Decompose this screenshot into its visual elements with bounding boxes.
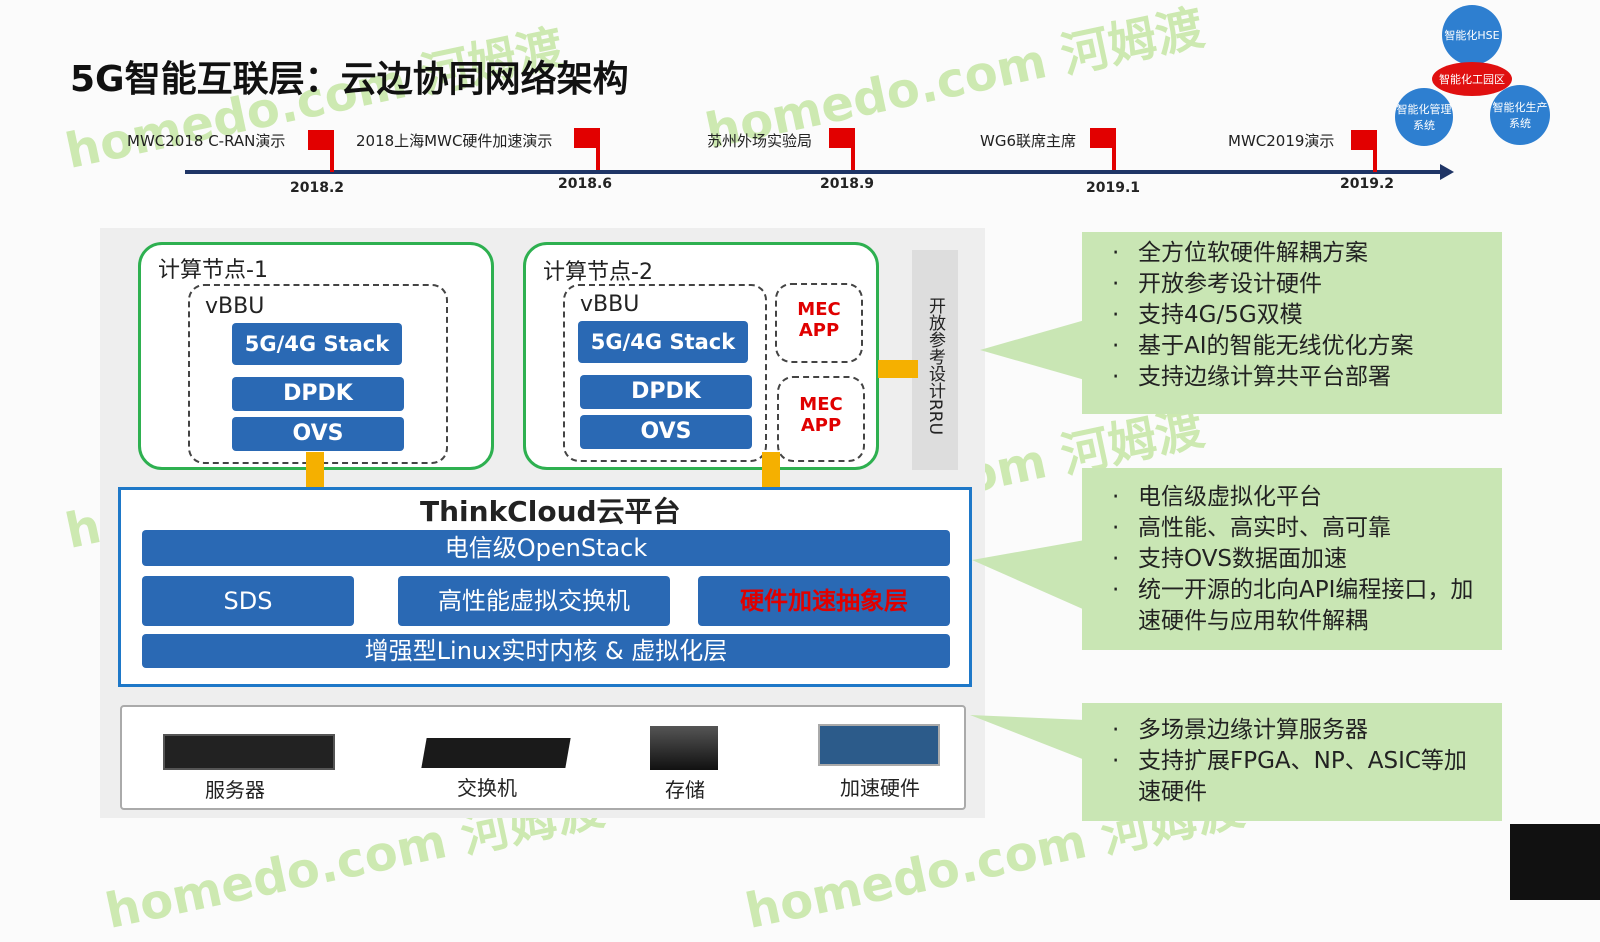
vbbu-label: vBBU <box>580 292 640 317</box>
note-item: 全方位软硬件解耦方案 <box>1100 238 1484 269</box>
timeline-event: WG6联席主席 <box>980 132 1076 150</box>
timeline-axis <box>185 170 1445 174</box>
hardware-label: 加速硬件 <box>840 776 920 800</box>
timeline-event: MWC2019演示 <box>1228 132 1335 150</box>
note-item: 支持OVS数据面加速 <box>1100 544 1484 575</box>
hardware-label: 存储 <box>665 778 705 802</box>
logo-circle-top: 智能化HSE <box>1442 5 1502 65</box>
node-label: 计算节点-1 <box>158 258 268 283</box>
timeline-date: 2019.1 <box>1086 180 1141 196</box>
stack-block: 5G/4G Stack <box>578 321 748 363</box>
timeline-date: 2018.9 <box>820 176 875 192</box>
bidirectional-arrow-icon <box>878 360 918 378</box>
note-item: 支持扩展FPGA、NP、ASIC等加速硬件 <box>1100 746 1484 808</box>
flag-icon <box>308 130 334 172</box>
hardware-label: 服务器 <box>205 778 265 802</box>
vswitch-block: 高性能虚拟交换机 <box>398 576 670 626</box>
flag-icon <box>829 128 855 170</box>
flag-icon <box>1351 130 1377 172</box>
note-item: 电信级虚拟化平台 <box>1100 482 1484 513</box>
note-item: 开放参考设计硬件 <box>1100 269 1484 300</box>
hw-abstraction-block: 硬件加速抽象层 <box>698 576 950 626</box>
stack-block: 5G/4G Stack <box>232 323 402 365</box>
note-item: 多场景边缘计算服务器 <box>1100 715 1484 746</box>
note-item: 支持边缘计算共平台部署 <box>1100 362 1484 393</box>
ovs-block: OVS <box>580 415 752 449</box>
timeline-event: MWC2018 C-RAN演示 <box>127 132 286 150</box>
timeline-date: 2018.2 <box>290 180 345 196</box>
dpdk-block: DPDK <box>232 377 404 411</box>
notes-box-2: 电信级虚拟化平台 高性能、高实时、高可靠 支持OVS数据面加速 统一开源的北向A… <box>1082 468 1502 650</box>
logo-circle-right: 智能化生产系统 <box>1490 85 1550 145</box>
mec-app-2: MEC APP <box>777 376 865 462</box>
callout-pointer <box>980 320 1085 380</box>
timeline-event: 苏州外场实验局 <box>707 132 813 150</box>
logo-circle-center: 智能化工园区 <box>1432 62 1512 96</box>
notes-box-3: 多场景边缘计算服务器 支持扩展FPGA、NP、ASIC等加速硬件 <box>1082 703 1502 821</box>
timeline-arrow-icon <box>1440 164 1454 180</box>
flag-icon <box>1090 128 1116 170</box>
sds-block: SDS <box>142 576 354 626</box>
vbbu-label: vBBU <box>205 294 265 319</box>
mec-app-1: MEC APP <box>775 283 863 363</box>
storage-image <box>650 726 718 770</box>
note-item: 统一开源的北向API编程接口，加速硬件与应用软件解耦 <box>1100 575 1484 637</box>
ovs-block: OVS <box>232 417 404 451</box>
timeline-date: 2018.6 <box>558 176 613 192</box>
callout-pointer <box>972 540 1085 610</box>
rru-block: 开放参考设计RRU <box>912 250 958 470</box>
kernel-layer: 增强型Linux实时内核 & 虚拟化层 <box>142 634 950 668</box>
timeline-date: 2019.2 <box>1340 176 1395 192</box>
server-image <box>163 734 335 770</box>
callout-pointers <box>970 320 1085 760</box>
note-item: 基于AI的智能无线优化方案 <box>1100 331 1484 362</box>
dpdk-block: DPDK <box>580 375 752 409</box>
hardware-label: 交换机 <box>457 776 517 800</box>
accelerator-card-image <box>818 724 940 766</box>
callout-pointer <box>970 715 1085 760</box>
timeline-event: 2018上海MWC硬件加速演示 <box>356 132 553 150</box>
corner-block <box>1510 824 1600 900</box>
node-label: 计算节点-2 <box>543 260 653 285</box>
page-title: 5G智能互联层：云边协同网络架构 <box>70 59 629 100</box>
vbbu-box <box>563 284 767 462</box>
notes-box-1: 全方位软硬件解耦方案 开放参考设计硬件 支持4G/5G双模 基于AI的智能无线优… <box>1082 232 1502 414</box>
cloud-title: ThinkCloud云平台 <box>420 495 681 528</box>
logo-circle-left: 智能化管理系统 <box>1395 88 1453 146</box>
switch-image <box>421 738 571 768</box>
flag-icon <box>574 128 600 170</box>
note-item: 高性能、高实时、高可靠 <box>1100 513 1484 544</box>
note-item: 支持4G/5G双模 <box>1100 300 1484 331</box>
openstack-layer: 电信级OpenStack <box>142 530 950 566</box>
